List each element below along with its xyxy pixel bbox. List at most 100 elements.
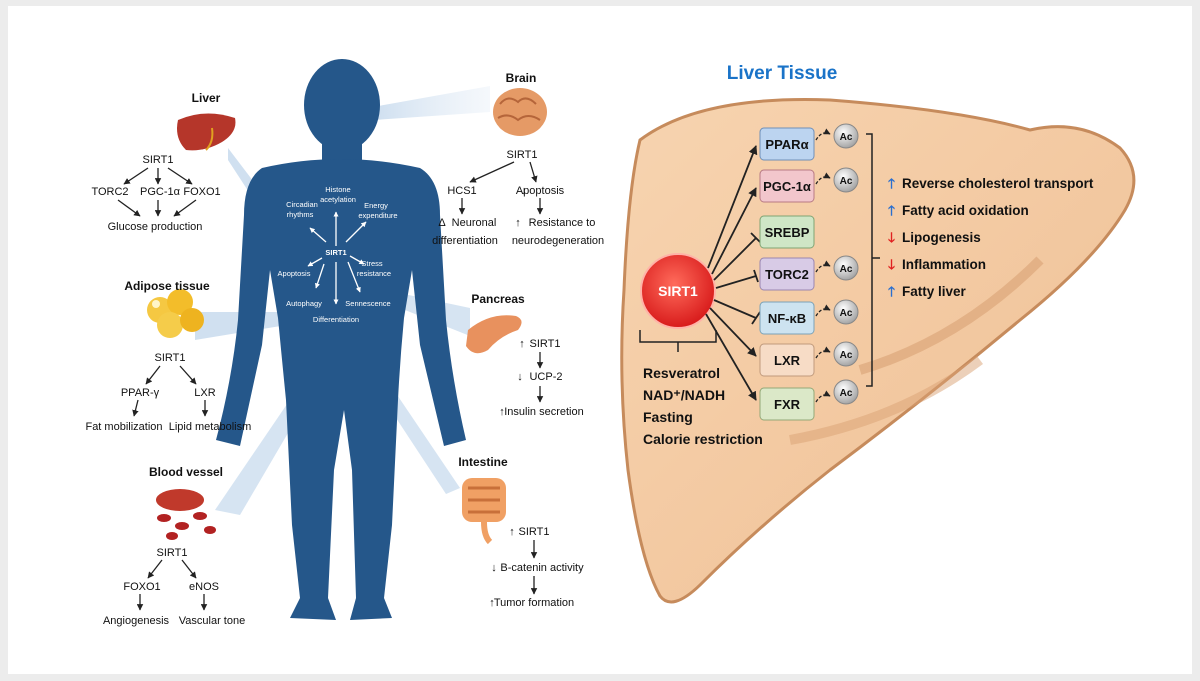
target-lxr: LXR xyxy=(774,353,801,368)
blood-vessel-tone: Vascular tone xyxy=(179,615,245,627)
target-nfkb: NF-κB xyxy=(768,311,806,326)
blood-vessel-sirt1: SIRT1 xyxy=(157,547,188,559)
target-fxr: FXR xyxy=(774,397,801,412)
brain-up-arrow: ↑ xyxy=(515,217,521,229)
liver-sirt1: SIRT1 xyxy=(143,154,174,166)
blood-vessel-title: Blood vessel xyxy=(149,465,223,479)
blood-vessel-enos: eNOS xyxy=(189,581,219,593)
effects-bracket xyxy=(866,133,880,387)
adipose-title: Adipose tissue xyxy=(124,279,210,293)
intestine-up-arrow: ↑ xyxy=(509,526,515,538)
target-srebp: SREBP xyxy=(765,225,810,240)
activator-1: Resveratrol xyxy=(643,365,720,381)
effect-4: Inflammation xyxy=(902,257,986,272)
blood-vessel-icon xyxy=(156,489,216,540)
blood-vessel-arrows xyxy=(136,559,208,611)
intestine-title: Intestine xyxy=(458,455,508,469)
liver-pgc: PGC-1α xyxy=(140,186,181,198)
intestine-sirt1: SIRT1 xyxy=(519,526,550,538)
hub-differentiation: Differentiation xyxy=(313,315,359,324)
target-box-torc2 xyxy=(759,257,815,291)
liver-result: Glucose production xyxy=(108,221,203,233)
adipose-sirt1: SIRT1 xyxy=(155,352,186,364)
ac-fxr: Ac xyxy=(840,388,853,399)
hub-energy-2: expenditure xyxy=(358,211,397,220)
target-box-pgc xyxy=(759,169,815,203)
brain-sirt1: SIRT1 xyxy=(507,149,538,161)
pancreas-down-arrow: ↓ xyxy=(517,371,523,383)
target-box-nfkb xyxy=(759,301,815,335)
human-body-silhouette xyxy=(216,59,466,620)
hub-histone-1: Histone xyxy=(325,185,350,194)
liver-torc2: TORC2 xyxy=(91,186,128,198)
brain-neuronal-2: differentiation xyxy=(432,235,498,247)
activator-3: Fasting xyxy=(643,409,693,425)
pancreas-title: Pancreas xyxy=(471,292,525,306)
brain-hcs1: HCS1 xyxy=(447,185,476,197)
target-box-lxr xyxy=(759,343,815,377)
target-ppara: PPARα xyxy=(765,137,808,152)
intestine-tumor: Tumor formation xyxy=(494,597,574,609)
effect-arrow-5: 🡑 xyxy=(888,284,895,299)
hub-histone-2: acetylation xyxy=(320,195,356,204)
brain-delta: Δ xyxy=(438,217,446,229)
blood-vessel-foxo1: FOXO1 xyxy=(123,581,160,593)
effect-5: Fatty liver xyxy=(902,284,967,299)
liver-foxo1: FOXO1 xyxy=(183,186,220,198)
intestine-down-arrow: ↓ xyxy=(491,562,497,574)
effect-arrow-3: 🡓 xyxy=(888,230,895,245)
brain-resistance-1: Resistance to xyxy=(529,217,596,229)
hub-stress-2: resistance xyxy=(357,269,391,278)
pancreas-up-arrow: ↑ xyxy=(519,338,525,350)
pancreas-up-arrow-2: ↑ xyxy=(499,406,505,418)
brain-neuronal-1: Neuronal xyxy=(452,217,497,229)
effect-3: Lipogenesis xyxy=(902,230,981,245)
effect-2: Fatty acid oxidation xyxy=(902,203,1029,218)
intestine-icon xyxy=(462,478,506,545)
hub-apoptosis: Apoptosis xyxy=(278,269,311,278)
figure-background xyxy=(8,6,1192,674)
intestine-up-arrow-2: ↑ xyxy=(489,597,495,609)
acetyl-markers: Ac Ac Ac Ac Ac Ac xyxy=(815,123,859,405)
target-box-fxr xyxy=(759,387,815,421)
adipose-fat: Fat mobilization xyxy=(85,421,162,433)
hub-circadian-2: rhythms xyxy=(287,210,314,219)
liver-tissue-shape xyxy=(620,98,1136,604)
target-torc2: TORC2 xyxy=(765,267,809,282)
brain-title: Brain xyxy=(506,71,537,85)
brain-organ-icon xyxy=(493,88,547,136)
liver-tissue-title: Liver Tissue xyxy=(727,63,838,84)
activator-4: Calorie restriction xyxy=(643,431,763,447)
adipose-arrows xyxy=(132,365,209,417)
adipose-organ-icon xyxy=(147,289,204,338)
ac-lxr: Ac xyxy=(840,350,853,361)
brain-resistance-2: neurodegeneration xyxy=(512,235,604,247)
hub-energy-1: Energy xyxy=(364,201,388,210)
effect-1: Reverse cholesterol transport xyxy=(902,176,1094,191)
liver-arrows xyxy=(117,167,197,217)
sirt1-label: SIRT1 xyxy=(658,283,698,299)
hub-circadian-1: Circadian xyxy=(286,200,318,209)
activator-2: NAD⁺/NADH xyxy=(643,387,725,403)
target-box-srebp xyxy=(759,215,815,249)
brain-apoptosis: Apoptosis xyxy=(516,185,565,197)
pancreas-ucp2: UCP-2 xyxy=(529,371,562,383)
adipose-ppar: PPAR-γ xyxy=(121,387,160,399)
adipose-lipid: Lipid metabolism xyxy=(169,421,252,433)
effect-arrow-1: 🡑 xyxy=(888,176,895,191)
activator-bracket xyxy=(639,330,717,352)
target-pgc: PGC-1α xyxy=(763,179,811,194)
pancreas-icon xyxy=(466,315,522,354)
intestine-bcatenin: B-catenin activity xyxy=(500,562,584,574)
ac-ppara: Ac xyxy=(840,132,853,143)
sirt1-connectors xyxy=(705,145,762,401)
adipose-lxr: LXR xyxy=(194,387,215,399)
effect-arrow-2: 🡑 xyxy=(888,203,895,218)
sirt1-hub xyxy=(307,211,367,305)
ac-nfkb: Ac xyxy=(840,308,853,319)
hub-autophagy: Autophagy xyxy=(286,299,322,308)
pancreas-sirt1: SIRT1 xyxy=(530,338,561,350)
hub-senescence: Sennescence xyxy=(345,299,390,308)
sirt1-node: SIRT1 xyxy=(640,253,716,329)
